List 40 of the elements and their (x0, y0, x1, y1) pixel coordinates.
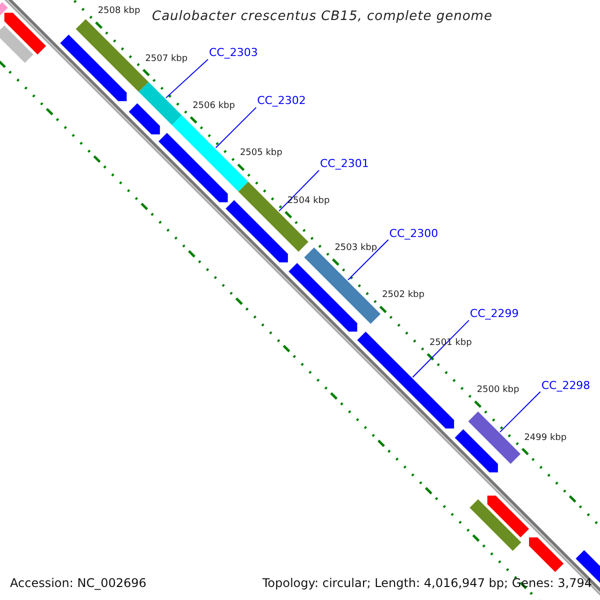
accession-text: Accession: NC_002696 (10, 577, 146, 589)
leader-line (412, 320, 470, 378)
gene-block (468, 412, 521, 464)
scale-label: 2506 kbp (192, 102, 235, 111)
gene-block (0, 2, 8, 16)
gene-block (158, 132, 228, 202)
gene-block (138, 82, 182, 126)
scale-label: 2503 kbp (334, 244, 378, 254)
gene-block (487, 496, 530, 538)
gene-label: CC_2301 (320, 158, 369, 170)
gene-block (454, 429, 498, 472)
gene-block (128, 103, 160, 134)
gene-label: CC_2299 (470, 308, 519, 320)
gene-label: CC_2303 (208, 47, 258, 58)
leader-line (215, 106, 257, 148)
map-title: Caulobacter crescentus CB15, complete genome (152, 10, 492, 23)
leader-line (500, 391, 541, 433)
gene-block (357, 332, 454, 428)
leader-line (348, 239, 389, 281)
leader-line (278, 170, 320, 212)
gene-block (226, 200, 288, 262)
gene-block (0, 25, 34, 63)
gene-label: CC_2300 (389, 228, 438, 239)
gene-block (529, 537, 564, 572)
gene-block (4, 12, 46, 54)
gene-block (470, 499, 522, 551)
gene-block (288, 263, 358, 332)
gene-block (60, 34, 127, 102)
gene-block (238, 182, 308, 252)
scale-label: 2499 kbp (524, 434, 567, 443)
scale-label: 2507 kbp (145, 54, 188, 64)
gene-label: CC_2298 (541, 380, 590, 391)
leader-line (165, 58, 208, 98)
genome-info-text: Topology: circular; Length: 4,016,947 bp; Genes: 3,794 (262, 577, 592, 589)
scale-label: 2508 kbp (98, 7, 140, 16)
scale-label: 2502 kbp (382, 291, 424, 300)
scale-label: 2505 kbp (240, 149, 282, 158)
scale-label: 2504 kbp (287, 196, 330, 206)
scale-label: 2500 kbp (476, 386, 520, 396)
gene-label: CC_2302 (257, 95, 306, 106)
